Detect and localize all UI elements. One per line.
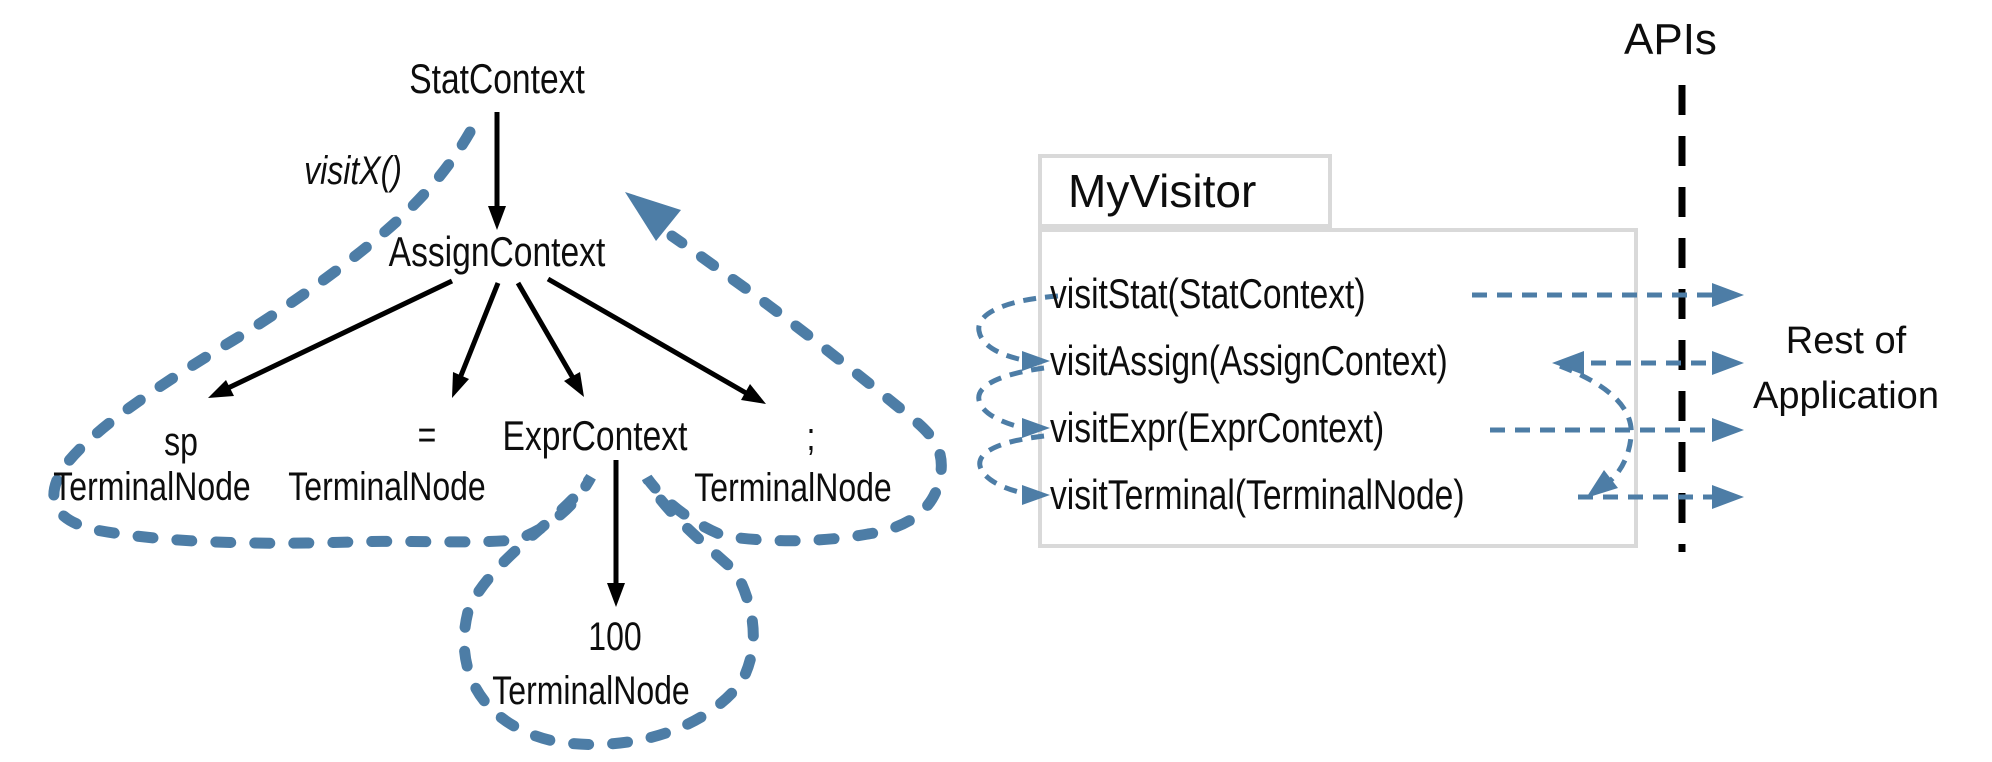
- edge-assign-sp-arrowhead-icon: [208, 380, 234, 398]
- visitor-class-title: MyVisitor: [1068, 165, 1257, 217]
- edge-assign-semi-arrowhead-icon: [741, 384, 766, 404]
- leaf-semi-token: ;: [806, 415, 816, 459]
- leaf-sp-type: TerminalNode: [53, 465, 251, 509]
- node-statcontext: StatContext: [409, 55, 585, 102]
- leaf-eq-type: TerminalNode: [288, 465, 486, 509]
- edge-assign-eq-arrowhead-icon: [452, 372, 469, 398]
- edge-expr-100-arrowhead-icon: [607, 583, 625, 607]
- edge-assign-semi: [546, 276, 748, 396]
- method-visitexpr: visitExpr(ExprContext): [1050, 404, 1385, 451]
- edge-assign-eq: [457, 282, 501, 379]
- dispatch-curve-assign-expr: [976, 365, 1045, 433]
- visitor-class-title-box: [1038, 154, 1332, 228]
- node-assigncontext: AssignContext: [388, 228, 606, 275]
- traversal-direction-arrowhead-icon: [625, 192, 681, 241]
- method-visitterminal: visitTerminal(TerminalNode): [1050, 471, 1465, 518]
- leaf-sp-token: sp: [164, 420, 198, 464]
- leaf-100-token: 100: [588, 615, 642, 659]
- leaf-eq-token: =: [417, 413, 437, 457]
- visitx-annotation: visitX(): [304, 149, 402, 193]
- edge-assign-expr: [515, 281, 576, 380]
- call-arrow-visitexpr-head-icon: [1712, 418, 1744, 442]
- edge-assign-expr-arrowhead-icon: [564, 372, 584, 397]
- call-arrow-visitterminal-head-icon: [1712, 485, 1744, 509]
- apis-label: APIs: [1624, 15, 1717, 64]
- call-arrow-visitstat-head-icon: [1712, 283, 1744, 307]
- call-arrow-visitassign-head-right-icon: [1712, 351, 1744, 375]
- edge-assign-sp: [224, 278, 454, 392]
- leaf-100-type: TerminalNode: [492, 669, 690, 713]
- rest-of-application-line2: Application: [1753, 375, 1939, 417]
- visitor-class-body-box: [1038, 228, 1638, 548]
- dispatch-curve-expr-terminal: [977, 433, 1045, 498]
- node-exprcontext: ExprContext: [502, 412, 688, 459]
- rest-of-application-line1: Rest of: [1785, 320, 1907, 362]
- leaf-semi-type: TerminalNode: [694, 466, 892, 510]
- method-visitstat: visitStat(StatContext): [1050, 270, 1366, 317]
- edge-stat-assign-arrowhead-icon: [488, 206, 506, 230]
- method-visitassign: visitAssign(AssignContext): [1050, 337, 1448, 384]
